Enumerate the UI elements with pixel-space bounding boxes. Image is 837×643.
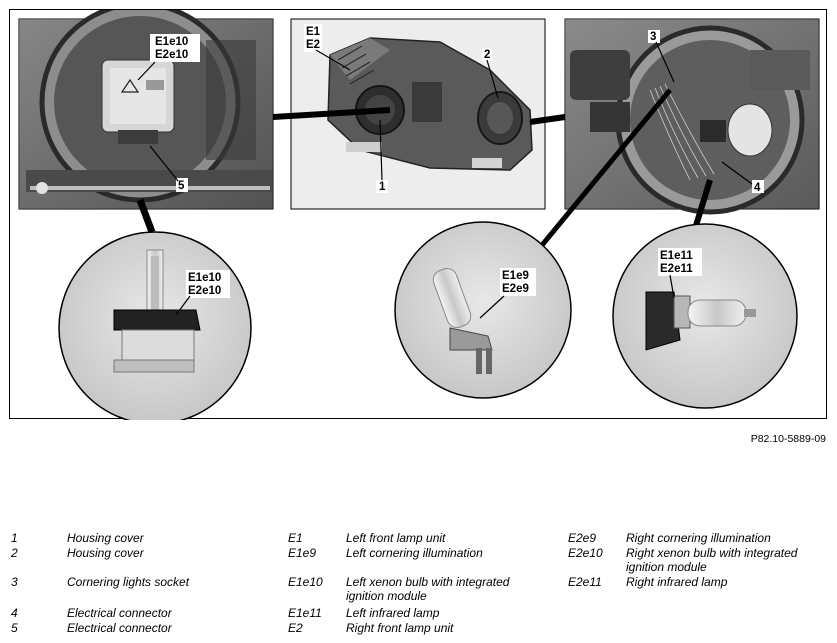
legend-text: Electrical connector: [67, 621, 172, 635]
legend-key: E2e9: [568, 531, 597, 545]
legend-key: 3: [11, 575, 18, 589]
legend-key: E1: [288, 531, 303, 545]
legend-text: Right xenon bulb with integrated ignitio…: [626, 546, 798, 574]
callout-e2e10-circle: E2e10: [188, 285, 221, 297]
callout-num2: 2: [484, 49, 490, 61]
callout-e2e9-circle: E2e9: [502, 283, 529, 295]
legend-text: Left front lamp unit: [346, 531, 446, 545]
legend-text: Housing cover: [67, 546, 144, 560]
legend-key: E2e11: [568, 575, 602, 589]
legend-text: Left infrared lamp: [346, 606, 440, 620]
callout-e2-main: E2: [306, 39, 320, 51]
legend-key: 5: [11, 621, 18, 635]
callout-num4: 4: [754, 182, 761, 194]
callout-num3: 3: [650, 31, 656, 43]
legend-text: Cornering lights socket: [67, 575, 190, 589]
legend-text: Right front lamp unit: [346, 621, 454, 635]
legend-key: 4: [11, 606, 18, 620]
callout-num5: 5: [178, 180, 185, 192]
leader-right: [691, 179, 713, 233]
callout-e2e11-circle: E2e11: [660, 263, 693, 275]
leader-right-to-bulb: [536, 88, 672, 252]
callout-box-e1e10-top: [150, 34, 200, 62]
detail-circle-cornering: [394, 221, 572, 399]
legend-key: E1e9: [288, 546, 317, 560]
leader-left: [136, 198, 156, 234]
legend-key: E2: [288, 621, 303, 635]
legend-key: 1: [11, 531, 18, 545]
legend-key: 2: [11, 546, 18, 560]
legend-text: Right cornering illumination: [626, 531, 771, 545]
leader-center-left: [272, 107, 391, 120]
legend-text: Left xenon bulb with integrated ignition…: [346, 575, 510, 603]
legend-text: Housing cover: [67, 531, 144, 545]
photo-panel-left: [18, 10, 274, 210]
detail-circle-infrared: [612, 223, 798, 409]
leader-center-right: [529, 114, 566, 125]
legend-key: E1e10: [288, 575, 323, 589]
detail-circle-xenon: [58, 231, 252, 420]
legend-text: Electrical connector: [67, 606, 172, 620]
callout-e1e9-circle: E1e9: [502, 270, 529, 282]
legend-text: Left cornering illumination: [346, 546, 483, 560]
legend-key: E1e11: [288, 606, 322, 620]
callout-e1-main: E1: [306, 26, 321, 38]
callout-e1e11-circle: E1e11: [660, 250, 693, 262]
callout-e1e10-circle: E1e10: [188, 272, 221, 284]
callout-e2e10-top: E2e10: [155, 49, 188, 61]
callout-num1: 1: [379, 181, 386, 193]
callout-e1e10-top: E1e10: [155, 36, 188, 48]
diagram-figure: E1e10 E2e10 5 E1 E2 2 1: [9, 9, 827, 420]
legend-text: Right infrared lamp: [626, 575, 728, 589]
photo-panel-right: [564, 18, 820, 215]
legend-key: E2e10: [568, 546, 603, 560]
reference-code: P82.10-5889-09: [750, 433, 826, 445]
